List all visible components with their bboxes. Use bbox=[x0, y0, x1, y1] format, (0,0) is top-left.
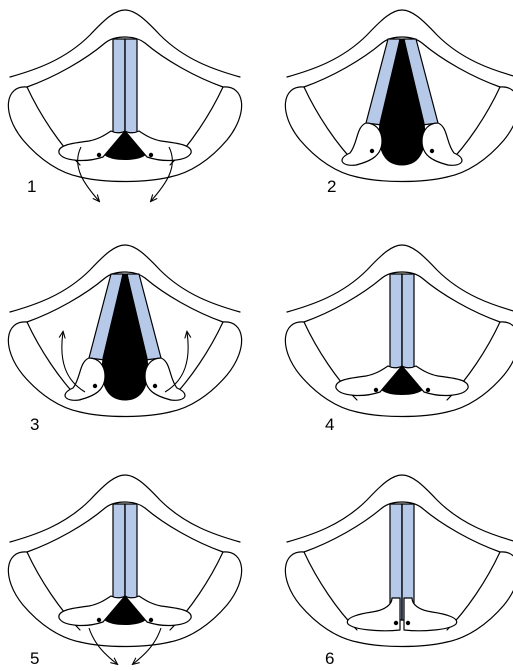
panel-label-1: 1 bbox=[27, 177, 36, 196]
left-process-dot bbox=[394, 621, 398, 625]
left-process-dot bbox=[374, 388, 378, 392]
right-vocal-fold bbox=[125, 39, 137, 133]
left-fold-outline bbox=[285, 552, 357, 642]
right-vocal-fold bbox=[402, 274, 414, 368]
right-arytenoid bbox=[404, 598, 457, 631]
left-fold-outline bbox=[8, 552, 80, 642]
panel-4 bbox=[285, 245, 513, 417]
right-fold-outline bbox=[447, 552, 513, 642]
left-process-dot bbox=[97, 153, 101, 157]
left-arytenoid bbox=[342, 123, 382, 165]
right-fold-outline bbox=[447, 322, 513, 412]
right-process-dot bbox=[406, 621, 410, 625]
right-vocal-fold bbox=[125, 504, 137, 598]
panel-3 bbox=[8, 245, 241, 417]
lower-rim bbox=[80, 412, 170, 417]
left-process-dot bbox=[93, 384, 97, 388]
right-arytenoid bbox=[422, 123, 462, 165]
lower-rim bbox=[80, 642, 170, 647]
right-fold-outline bbox=[170, 87, 242, 177]
right-process-dot bbox=[153, 384, 157, 388]
lower-rim bbox=[80, 177, 170, 182]
left-vocal-fold bbox=[113, 39, 125, 133]
right-process-dot bbox=[149, 153, 153, 157]
lower-rim bbox=[357, 642, 447, 647]
left-arytenoid bbox=[347, 598, 400, 631]
panel-6 bbox=[285, 475, 513, 647]
panel-label-2: 2 bbox=[327, 177, 336, 196]
panel-2 bbox=[285, 10, 513, 182]
left-process-dot bbox=[370, 149, 374, 153]
left-vocal-fold bbox=[113, 504, 125, 598]
right-process-dot bbox=[430, 149, 434, 153]
panel-label-4: 4 bbox=[325, 415, 334, 434]
right-fold-outline bbox=[170, 552, 242, 642]
right-process-dot bbox=[149, 618, 153, 622]
left-process-dot bbox=[97, 618, 101, 622]
panel-5 bbox=[8, 475, 241, 664]
panel-1 bbox=[8, 10, 241, 201]
lower-rim bbox=[357, 177, 447, 182]
lower-rim bbox=[357, 412, 447, 417]
panel-label-3: 3 bbox=[30, 415, 39, 434]
left-vocal-fold bbox=[390, 274, 402, 368]
right-process-dot bbox=[426, 388, 430, 392]
panel-label-5: 5 bbox=[30, 649, 39, 668]
left-fold-outline bbox=[8, 87, 80, 177]
left-fold-outline bbox=[285, 322, 357, 412]
panel-label-6: 6 bbox=[325, 649, 334, 668]
